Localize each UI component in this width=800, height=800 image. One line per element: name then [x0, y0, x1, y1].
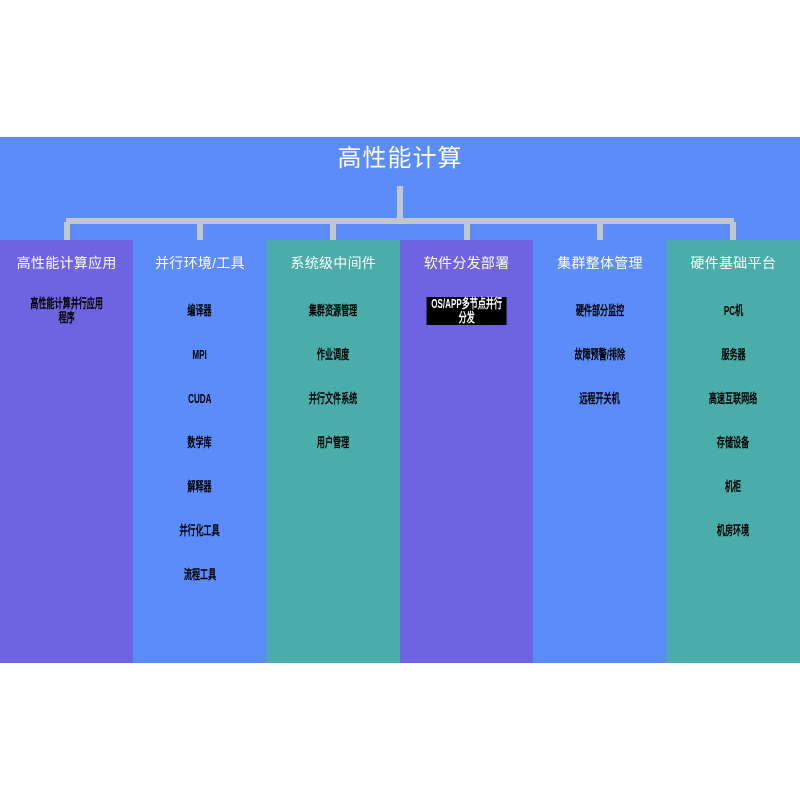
diagram-column[interactable]: 硬件基础平台 PC机服务器高速互联网络存储设备机柜机房环境	[666, 240, 800, 663]
diagram-column[interactable]: 集群整体管理硬件部分监控故障预警/排除远程开关机	[533, 240, 667, 663]
connector-horizontal-bus	[66, 218, 734, 224]
column-item-list: 编译器 MPI CUDA 数学库解释器并行化工具流程工具	[133, 285, 266, 597]
column-item[interactable]: 机房环境	[667, 509, 800, 553]
column-header: 并行环境/工具	[154, 254, 245, 271]
column-item-label: 解释器	[187, 479, 213, 494]
diagram-columns: 高性能计算应用高性能计算并行应用程序 并行环境/工具编译器 MPI CUDA 数学库解释…	[0, 240, 800, 663]
column-item-label: 存储设备	[717, 435, 750, 450]
column-item-label: 高性能计算并行应用程序	[30, 296, 103, 325]
column-item-label: MPI	[192, 347, 208, 362]
column-item-label: 并行化工具	[179, 523, 221, 538]
column-item[interactable]: 集群资源管理	[267, 289, 400, 333]
diagram-column[interactable]: 高性能计算应用高性能计算并行应用程序	[0, 240, 134, 663]
column-item-label: 机柜	[725, 479, 742, 494]
column-item-label: 并行文件系统	[309, 391, 358, 406]
column-item[interactable]: 远程开关机	[533, 377, 666, 421]
column-item-label: 服务器	[721, 347, 746, 362]
column-header: 硬件基础平台	[690, 254, 777, 271]
column-item[interactable]: 存储设备	[667, 421, 800, 465]
column-header: 集群整体管理	[557, 254, 643, 271]
column-item-label: 作业调度	[317, 347, 350, 362]
column-header: 软件分发部署	[423, 254, 510, 271]
column-item[interactable]: 流程工具	[133, 553, 266, 597]
column-item-label: 用户管理	[317, 435, 350, 450]
column-item-list: 高性能计算并行应用程序	[0, 285, 133, 333]
column-item[interactable]: 机柜	[667, 465, 800, 509]
column-item-label: CUDA	[188, 391, 212, 406]
column-item[interactable]: 用户管理	[267, 421, 400, 465]
column-item[interactable]: CUDA	[133, 377, 266, 421]
column-item-list: 集群资源管理作业调度并行文件系统用户管理	[267, 285, 400, 465]
connector-drop-6	[730, 222, 737, 240]
column-item[interactable]: OS/APP多节点并行分发	[400, 289, 533, 333]
column-item-label: 硬件部分监控	[575, 303, 625, 318]
column-item[interactable]: 编译器	[133, 289, 266, 333]
column-item[interactable]: 服务器	[667, 333, 800, 377]
column-item-label: OS/APP多节点并行分发	[426, 297, 507, 325]
column-item-label: 集群资源管理	[309, 303, 358, 318]
diagram-column[interactable]: 系统级中间件集群资源管理作业调度并行文件系统用户管理	[266, 240, 400, 663]
column-header: 系统级中间件	[290, 254, 377, 271]
column-item[interactable]: PC机	[667, 289, 800, 333]
connector-drop-1	[63, 222, 70, 240]
column-item-label: 高速互联网络	[709, 391, 758, 406]
column-item[interactable]: 硬件部分监控	[533, 289, 666, 333]
column-item-list: OS/APP多节点并行分发	[400, 285, 533, 333]
column-item-label: 机房环境	[717, 523, 750, 538]
diagram-root-title: 高性能计算	[337, 145, 463, 172]
diagram-column[interactable]: 并行环境/工具编译器 MPI CUDA 数学库解释器并行化工具流程工具	[133, 240, 267, 663]
column-item-label: 远程开关机	[579, 391, 621, 406]
connector-drop-2	[197, 222, 203, 240]
column-item-list: 硬件部分监控故障预警/排除远程开关机	[533, 285, 666, 421]
column-item-label: 故障预警/排除	[574, 347, 626, 362]
column-item-label: 流程工具	[183, 567, 217, 582]
column-item[interactable]: 并行文件系统	[267, 377, 400, 421]
connector-drop-4	[463, 222, 470, 240]
column-item[interactable]: 高速互联网络	[667, 377, 800, 421]
column-item[interactable]: MPI	[133, 333, 266, 377]
column-item[interactable]: 解释器	[133, 465, 266, 509]
column-item-label: PC机	[723, 303, 743, 318]
column-item[interactable]: 并行化工具	[133, 509, 266, 553]
column-item-list: PC机服务器高速互联网络存储设备机柜机房环境	[667, 285, 800, 553]
column-header: 高性能计算应用	[16, 254, 117, 271]
column-item[interactable]: 高性能计算并行应用程序	[0, 289, 133, 333]
connector-root-stem	[397, 186, 403, 220]
column-item-label: 数学库	[187, 435, 213, 450]
column-item[interactable]: 数学库	[133, 421, 266, 465]
column-item-label: 编译器	[187, 303, 213, 318]
connector-drop-5	[597, 222, 603, 240]
connector-drop-3	[330, 222, 337, 240]
column-item[interactable]: 故障预警/排除	[533, 333, 666, 377]
diagram-column[interactable]: 软件分发部署 OS/APP多节点并行分发	[399, 240, 534, 663]
column-item[interactable]: 作业调度	[267, 333, 400, 377]
